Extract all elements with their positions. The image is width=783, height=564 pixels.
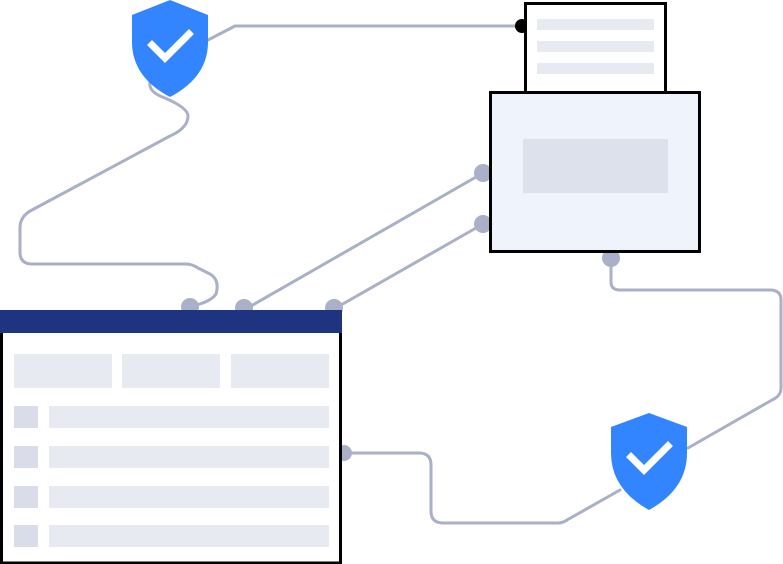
checkmark-icon bbox=[147, 29, 194, 63]
app-window-icon bbox=[0, 310, 342, 564]
connector-dot bbox=[474, 215, 492, 233]
window-title-bar bbox=[0, 310, 342, 333]
window-frame bbox=[0, 310, 342, 564]
window-column-header bbox=[231, 354, 329, 388]
document-line bbox=[537, 63, 654, 74]
connector-shield-to-window bbox=[18, 80, 219, 308]
window-row-icon bbox=[14, 486, 38, 508]
connectors bbox=[18, 24, 783, 525]
printer-display bbox=[523, 139, 668, 193]
connector-printer-to-shield bbox=[609, 256, 783, 450]
document-icon bbox=[515, 2, 667, 97]
connector-shield-to-document bbox=[206, 24, 525, 42]
connector-shield-to-window-right bbox=[342, 451, 622, 525]
window-row-bar bbox=[49, 486, 329, 508]
checkmark-icon bbox=[626, 441, 673, 475]
document-line bbox=[537, 19, 654, 30]
connector-dot bbox=[602, 249, 620, 267]
shield-check-icon bbox=[611, 413, 687, 510]
window-column-header bbox=[122, 354, 220, 388]
connector-window-to-printer-lower bbox=[332, 222, 485, 311]
shield-check-icon bbox=[132, 0, 208, 97]
connector-window-to-printer-upper bbox=[242, 171, 485, 312]
window-row-icon bbox=[14, 406, 38, 428]
printer-icon bbox=[489, 91, 701, 253]
window-row-bar bbox=[49, 406, 329, 428]
document-line bbox=[537, 41, 654, 52]
connector-dot bbox=[474, 164, 492, 182]
window-row-bar bbox=[49, 525, 329, 547]
window-row-icon bbox=[14, 525, 38, 547]
window-column-header bbox=[14, 354, 112, 388]
window-row-bar bbox=[49, 446, 329, 468]
window-row-icon bbox=[14, 446, 38, 468]
